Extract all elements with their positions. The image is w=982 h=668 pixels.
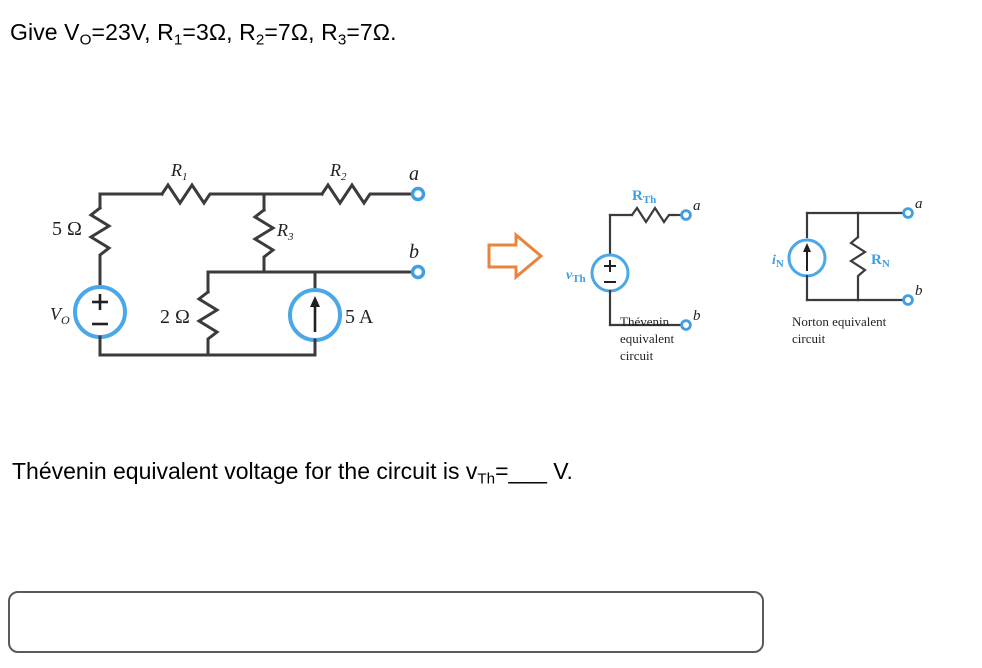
given-r2-subscript: 2 <box>255 31 265 49</box>
thevenin-label-b: b <box>693 308 701 324</box>
norton-terminal-a-dot[interactable] <box>902 207 914 219</box>
norton-resistor-rn-symbol <box>848 235 868 302</box>
given-values-line: Give VO=23V, R1=3Ω, R2=7Ω, R3=7Ω. <box>10 18 397 54</box>
thevenin-label-vth: vTh <box>566 268 586 285</box>
label-terminal-a: a <box>409 163 419 185</box>
answer-question-line: Thévenin equivalent voltage for the circ… <box>12 456 573 494</box>
label-r2: R2 <box>329 160 347 183</box>
label-vo: VO <box>50 304 70 327</box>
norton-arrow-head <box>803 243 811 252</box>
answer-text-before: Thévenin equivalent voltage for the circ… <box>12 458 478 484</box>
resistor-r3-symbol <box>252 207 276 274</box>
norton-circuit: iN RN a b Norton equivalent circuit <box>772 196 923 346</box>
label-5a: 5 A <box>345 306 374 328</box>
answer-text-after: =___ V. <box>495 458 573 484</box>
given-vo-value: =23V, R <box>91 19 174 45</box>
resistor-r2-symbol <box>319 182 378 206</box>
thevenin-terminal-b-dot[interactable] <box>680 319 692 331</box>
answer-input[interactable] <box>8 591 764 653</box>
norton-label-a: a <box>915 196 923 212</box>
terminal-b-dot[interactable] <box>410 264 426 280</box>
answer-vth-subscript: Th <box>477 470 496 488</box>
circuit-figure: R1 R2 R3 5 Ω 2 Ω 5 A VO a b RTh vTh <box>0 140 982 400</box>
label-2ohm: 2 Ω <box>160 306 190 328</box>
thevenin-label-rth: RTh <box>632 188 656 206</box>
given-vo-subscript: O <box>79 31 92 49</box>
thevenin-terminal-a-dot[interactable] <box>680 209 692 221</box>
norton-label-b: b <box>915 283 923 299</box>
terminal-a-dot[interactable] <box>410 186 426 202</box>
thevenin-label-a: a <box>693 198 701 214</box>
label-r1: R1 <box>170 160 188 183</box>
label-5ohm: 5 Ω <box>52 218 82 240</box>
norton-caption: Norton equivalent circuit <box>792 314 889 346</box>
label-terminal-b: b <box>409 241 419 263</box>
right-arrow-icon <box>487 231 544 281</box>
norton-label-rn: RN <box>871 252 890 270</box>
label-r3: R3 <box>276 220 294 243</box>
given-r1-value: =3Ω, R <box>182 19 256 45</box>
thevenin-caption: Thévenin equivalent circuit <box>620 314 677 363</box>
given-r1-subscript: 1 <box>173 31 183 49</box>
norton-label-in: iN <box>772 253 784 270</box>
given-r3-subscript: 3 <box>337 31 347 49</box>
original-circuit: R1 R2 R3 5 Ω 2 Ω 5 A VO a b <box>50 160 426 357</box>
resistor-5ohm-symbol <box>88 205 112 270</box>
resistor-r1-symbol <box>159 182 218 206</box>
norton-terminal-b-dot[interactable] <box>902 294 914 306</box>
thevenin-circuit: RTh vTh a b Thévenin equivalent circuit <box>566 188 701 363</box>
given-r3-value: =7Ω. <box>346 19 397 45</box>
transition-arrow <box>487 231 544 281</box>
given-prefix: Give V <box>10 19 80 45</box>
thevenin-resistor-rth-symbol <box>630 205 676 225</box>
current-arrow-head <box>310 296 320 307</box>
given-r2-value: =7Ω, R <box>264 19 338 45</box>
resistor-2ohm-symbol <box>196 289 220 357</box>
